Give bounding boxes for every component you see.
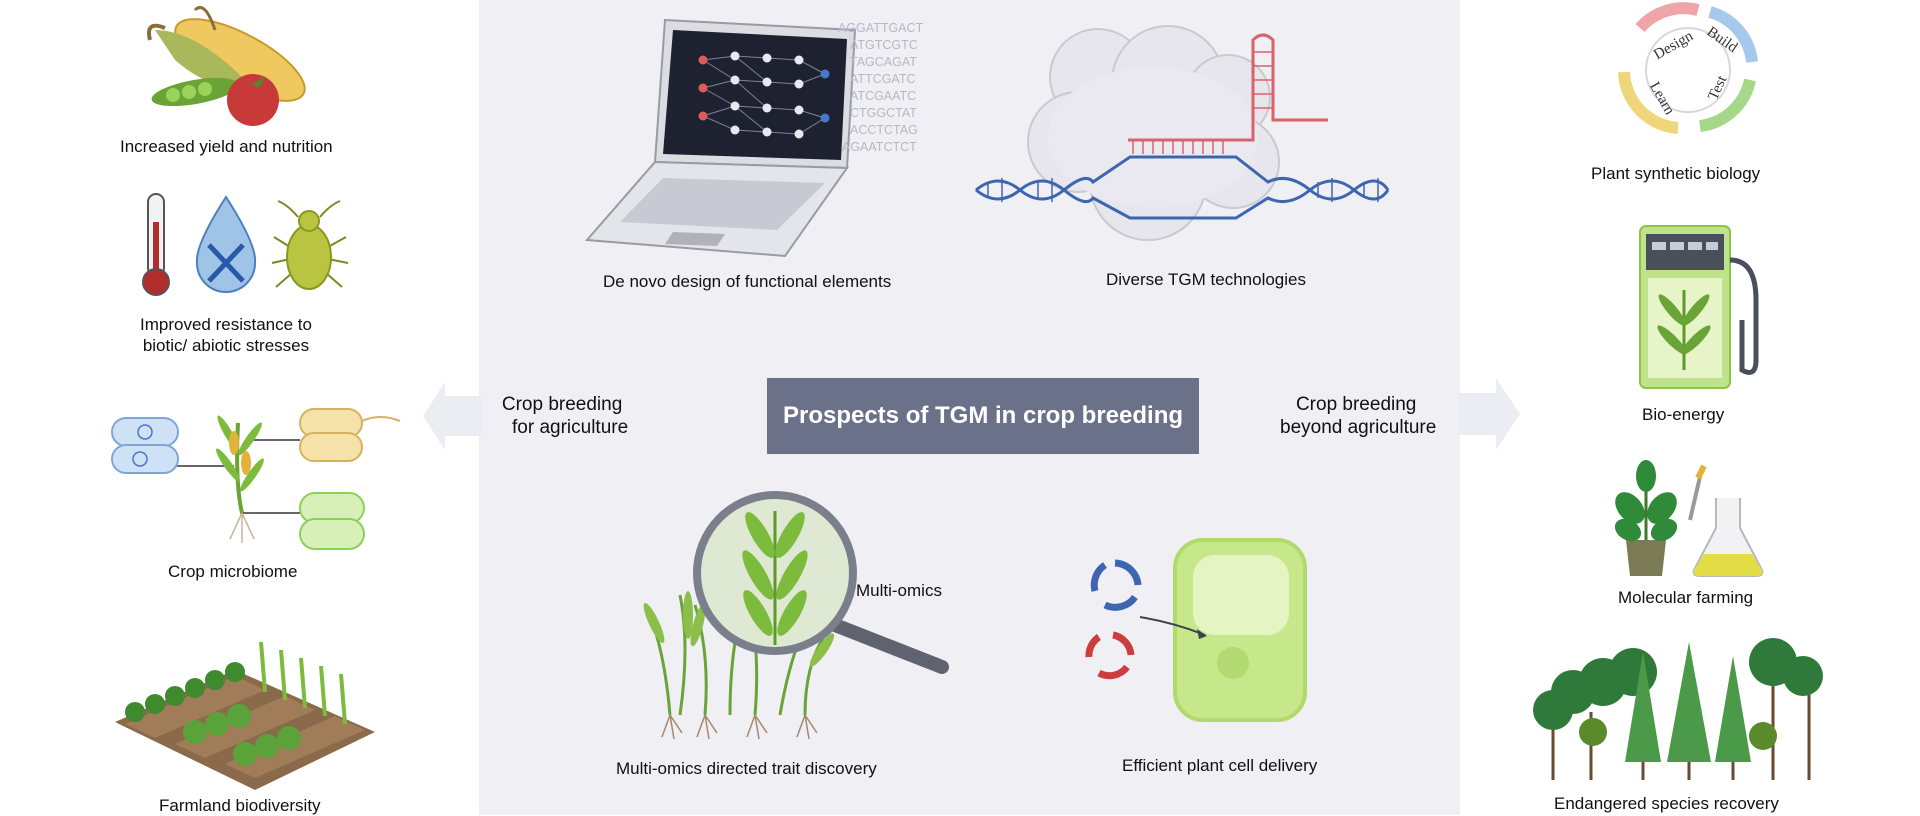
plant-cell-delivery-label: Efficient plant cell delivery xyxy=(1122,756,1318,775)
plant-cell-delivery-icon xyxy=(1085,538,1307,722)
right-item-2-label: Bio-energy xyxy=(1642,405,1725,424)
right-arrow-label-line2: beyond agriculture xyxy=(1280,417,1437,438)
crop-microbiome-icon xyxy=(111,408,401,550)
corn-tomato-pea-icon xyxy=(147,6,306,126)
right-arrow-label: Crop breeding beyond agriculture xyxy=(1280,393,1436,439)
left-item-2-label-line1: Improved resistance to xyxy=(140,315,312,334)
thermometer-icon xyxy=(142,193,170,296)
aphid-pest-icon xyxy=(271,200,349,290)
forest-trees-icon xyxy=(1533,638,1823,780)
laptop-neural-network-icon xyxy=(584,18,857,258)
left-item-2-label-line2: biotic/ abiotic stresses xyxy=(142,336,310,355)
right-arrow xyxy=(1458,378,1520,450)
dbtl-cycle-icon: Design Build Test Learn xyxy=(1618,2,1758,134)
dna-seq-2: ATGTCGTC xyxy=(850,38,918,52)
dna-seq-1: AGGATTGACT xyxy=(838,21,924,35)
right-arrow-label-line1: Crop breeding xyxy=(1295,394,1417,415)
left-arrow-label-line2: for agriculture xyxy=(512,417,629,438)
left-item-4-label: Farmland biodiversity xyxy=(159,796,321,815)
dna-seq-3: TAGCAGAT xyxy=(850,55,917,69)
dna-seq-4: ATTCGATC xyxy=(850,72,916,86)
right-item-4-label: Endangered species recovery xyxy=(1554,794,1779,813)
left-item-3-label: Crop microbiome xyxy=(168,562,298,581)
title-box: Prospects of TGM in crop breeding xyxy=(767,378,1199,454)
dna-seq-5: ATCGAATC xyxy=(850,89,916,103)
multi-omics-discovery-label: Multi-omics directed trait discovery xyxy=(616,759,877,778)
dna-seq-6: CTGGCTAT xyxy=(850,106,917,120)
multi-omics-tag: Multi-omics xyxy=(856,581,942,600)
left-arrow xyxy=(423,382,483,450)
right-item-1-label: Plant synthetic biology xyxy=(1591,164,1761,183)
dna-sequence-text: AGGATTGACT ATGTCGTC TAGCAGAT ATTCGATC AT… xyxy=(838,21,924,154)
left-item-2-label: Improved resistance to biotic/ abiotic s… xyxy=(140,314,312,356)
page-title: Prospects of TGM in crop breeding xyxy=(782,402,1184,429)
tgm-technologies-label: Diverse TGM technologies xyxy=(1106,270,1306,289)
tgm-cloud-dna-icon xyxy=(975,25,1390,241)
molecular-farming-icon xyxy=(1614,460,1764,577)
left-arrow-label-line1: Crop breeding xyxy=(501,394,623,415)
de-novo-design-label: De novo design of functional elements xyxy=(603,272,892,291)
dna-seq-7: ACCTCTAG xyxy=(850,123,918,137)
dna-seq-8: AGAATCTCT xyxy=(842,140,917,154)
magnifier-plants-icon xyxy=(643,491,949,740)
water-drop-icon xyxy=(195,195,257,293)
left-item-1-label: Increased yield and nutrition xyxy=(120,137,333,156)
bio-energy-pump-icon xyxy=(1639,225,1759,389)
left-arrow-label: Crop breeding for agriculture xyxy=(496,393,628,439)
right-item-3-label: Molecular farming xyxy=(1618,588,1754,607)
farmland-icon xyxy=(115,641,375,790)
